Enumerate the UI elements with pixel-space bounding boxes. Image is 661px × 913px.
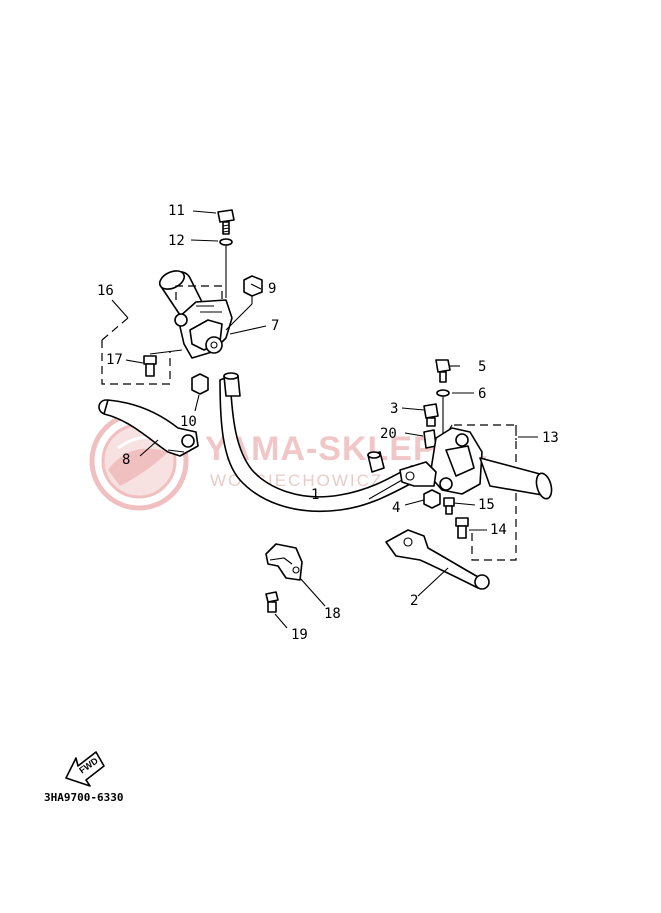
callout-4: 4 — [392, 500, 400, 516]
callout-9: 9 — [268, 281, 276, 297]
group-16-box — [101, 285, 223, 385]
callout-16: 16 — [97, 283, 114, 299]
callout-12: 12 — [168, 233, 185, 249]
diagram-code: 3HA9700-6330 — [44, 791, 123, 804]
screw-19-icon — [265, 591, 279, 613]
nut-9-icon — [243, 275, 263, 304]
fwd-arrow-icon: FWD — [65, 751, 105, 787]
bolt-11-icon — [217, 209, 235, 235]
washer-6-icon — [436, 389, 450, 397]
bracket-18 — [265, 543, 303, 581]
callout-14: 14 — [490, 522, 507, 538]
screw-15-icon — [443, 497, 455, 515]
group-13-box — [454, 424, 517, 561]
clutch-lever-8 — [98, 399, 199, 457]
callout-7: 7 — [271, 318, 279, 334]
left-lever-holder — [174, 299, 233, 359]
callout-18: 18 — [324, 606, 341, 622]
washer-12-icon — [219, 238, 233, 246]
callout-2: 2 — [410, 593, 418, 609]
callout-11: 11 — [168, 203, 185, 219]
callout-20: 20 — [380, 426, 397, 442]
screw-14-icon — [455, 517, 469, 539]
callout-1: 1 — [311, 487, 319, 503]
callout-15: 15 — [478, 497, 495, 513]
callout-13: 13 — [542, 430, 559, 446]
nut-4-icon — [423, 489, 441, 509]
callout-17: 17 — [106, 352, 123, 368]
callout-10: 10 — [180, 414, 197, 430]
callout-6: 6 — [478, 386, 486, 402]
callout-19: 19 — [291, 627, 308, 643]
nut-10-icon — [191, 373, 209, 395]
screw-17-icon — [143, 355, 157, 377]
callout-3: 3 — [390, 401, 398, 417]
callout-8: 8 — [122, 452, 130, 468]
right-grip — [479, 457, 553, 500]
callout-5: 5 — [478, 359, 486, 375]
brake-master-cylinder-13 — [399, 427, 483, 495]
leader-lines — [125, 210, 538, 629]
brake-lever-2 — [385, 529, 490, 590]
bolt-3-icon — [423, 403, 439, 427]
bolt-5-icon — [435, 359, 451, 383]
